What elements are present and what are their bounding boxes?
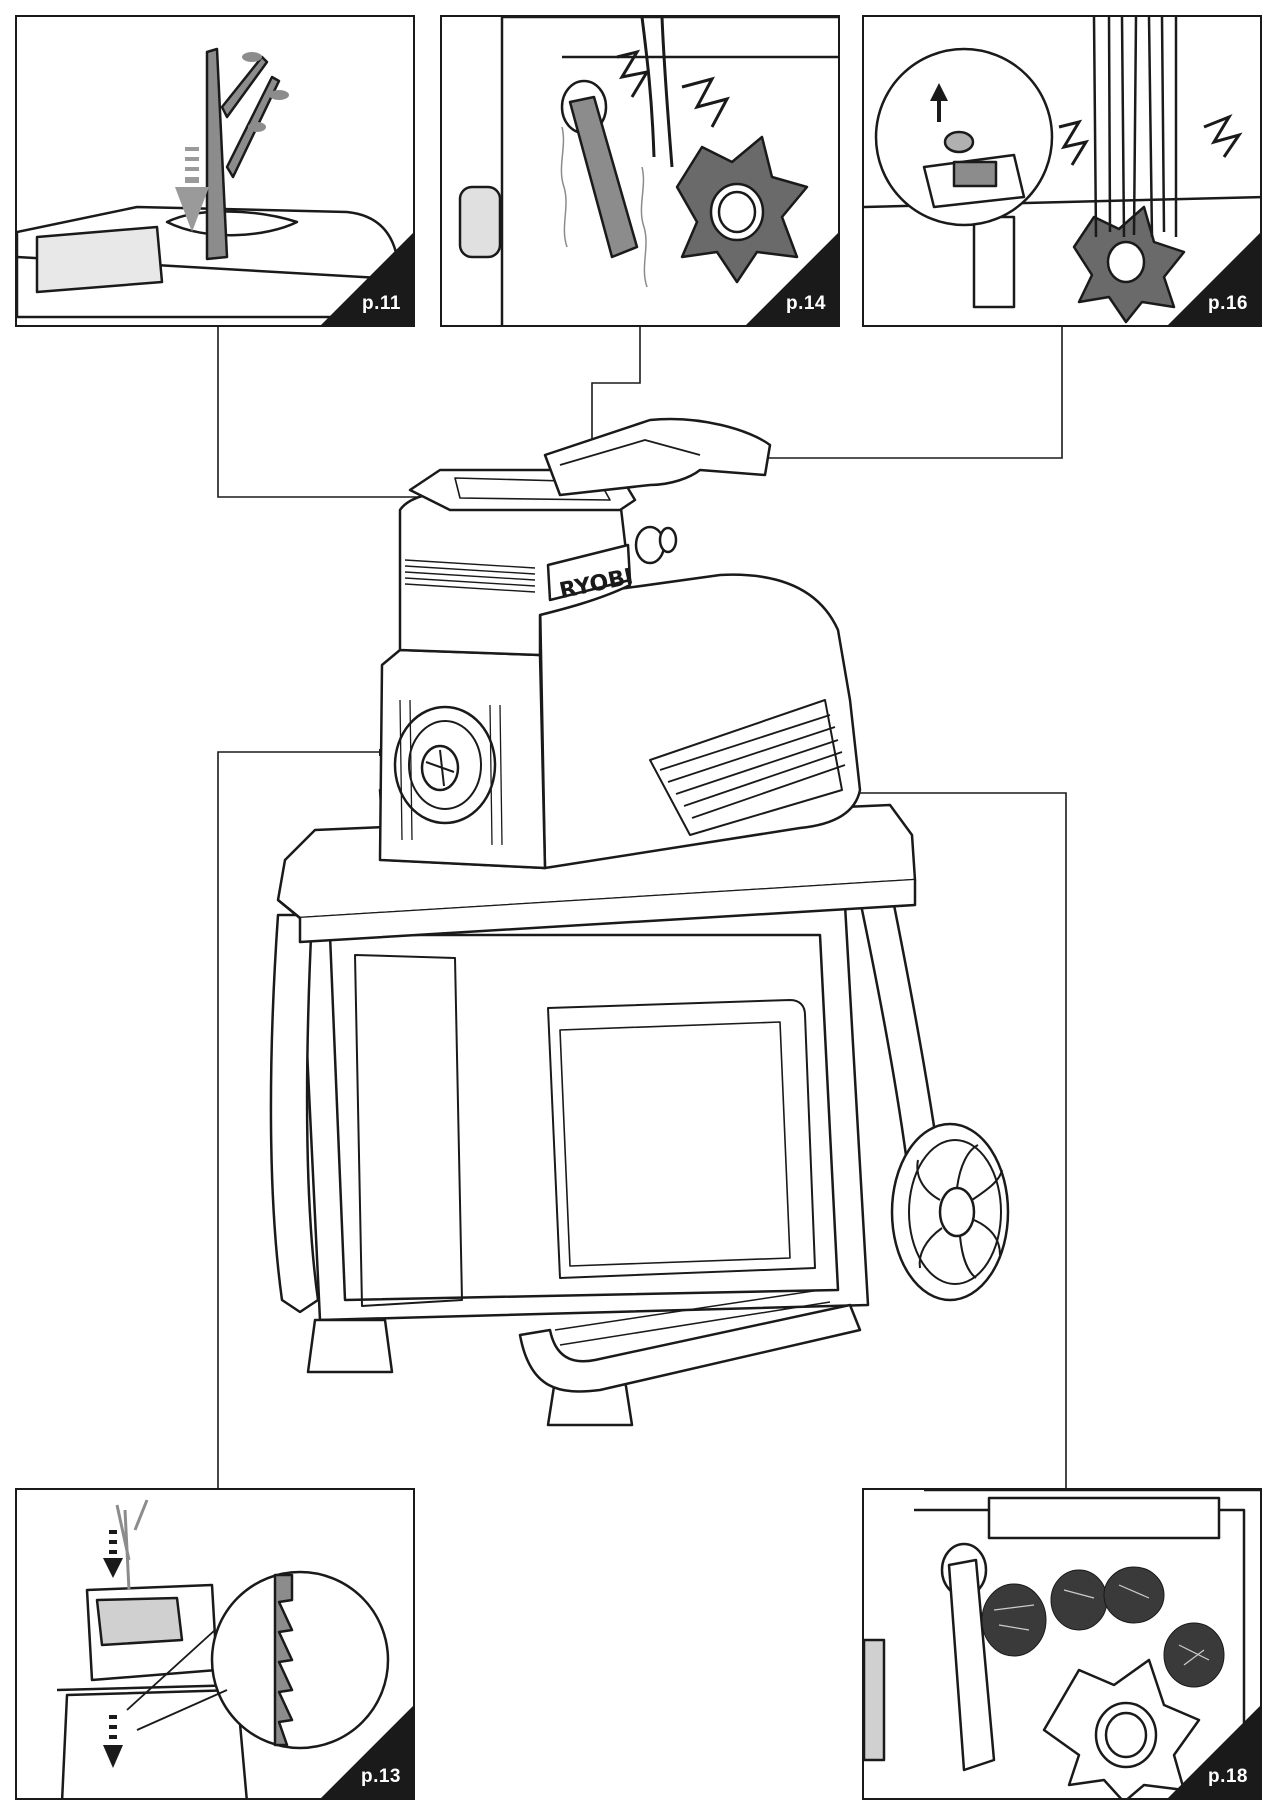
page-reference-label: p.13 <box>360 1766 401 1787</box>
page-reference-tag <box>321 1706 413 1798</box>
detail-panel-feed: p.11 <box>15 15 415 327</box>
page-reference-tag <box>1168 233 1260 325</box>
reset-button-illustration <box>864 17 1260 324</box>
detail-panel-jam: p.14 <box>440 15 840 327</box>
detail-panel-chips: p.18 <box>862 1488 1262 1800</box>
press-down-illustration <box>56 1499 390 1798</box>
page-reference-tag <box>1168 1706 1260 1798</box>
page-reference-label: p.11 <box>362 293 401 314</box>
detail-panel-press: p.13 <box>15 1488 415 1800</box>
cutter-chips-illustration <box>864 1490 1260 1798</box>
feed-branch-illustration <box>17 47 399 319</box>
page-reference-label: p.14 <box>785 293 826 314</box>
page-reference-label: p.18 <box>1207 1766 1248 1787</box>
cutter-jam-illustration <box>458 17 838 325</box>
page-reference-tag <box>321 233 413 325</box>
detail-panel-reset: p.16 <box>862 15 1262 327</box>
page-reference-label: p.16 <box>1207 293 1248 314</box>
page-reference-tag <box>746 233 838 325</box>
